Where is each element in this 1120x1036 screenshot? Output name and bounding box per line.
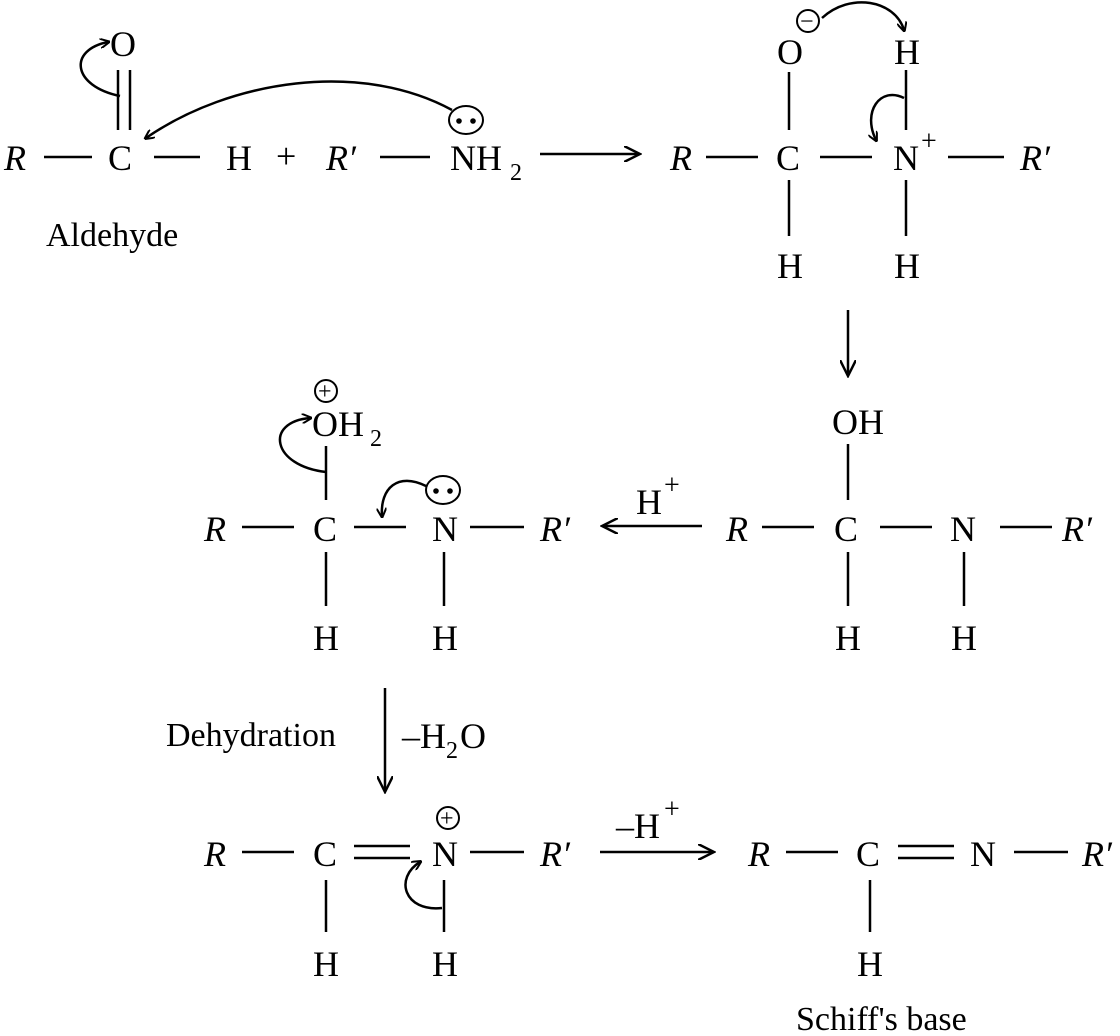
curved-arrow-deprotonation <box>404 862 443 910</box>
minus-charge: − <box>800 9 814 35</box>
reagent-proton: H <box>636 482 662 522</box>
lone-pair-icon <box>448 105 484 135</box>
amine-molecule: R′ NH 2 <box>146 80 522 186</box>
electron-dot <box>470 118 476 124</box>
electron-dot <box>433 488 439 494</box>
atom-carbon: C <box>834 509 858 549</box>
proton-charge: + <box>664 794 680 825</box>
atom-nitrogen: N <box>432 509 458 549</box>
atom-hydrogen: H <box>313 618 339 658</box>
label-dehydration: Dehydration <box>166 717 336 754</box>
proton-charge: + <box>664 470 680 501</box>
atom-r-prime: R′ <box>325 138 357 178</box>
atom-r: R <box>203 834 226 874</box>
atom-hydrogen: H <box>313 944 339 984</box>
atom-r-prime: R′ <box>539 509 571 549</box>
atom-r-prime: R′ <box>1019 138 1051 178</box>
atom-carbon: C <box>313 509 337 549</box>
water-loss-dash: – <box>401 716 421 756</box>
positive-charge-icon <box>314 379 338 403</box>
zwitterion-intermediate: R C O − N + H R′ H H <box>669 1 1051 286</box>
iminium-ion: R C + N R′ H H <box>203 806 571 984</box>
atom-hydrogen: H <box>894 32 920 72</box>
plus-charge: + <box>921 126 937 157</box>
atom-oxygen: O <box>777 32 803 72</box>
label-schiffs-base: Schiff's base <box>796 1001 967 1036</box>
atom-hydrogen: H <box>951 618 977 658</box>
water-o: O <box>460 716 486 756</box>
atom-hydrogen: H <box>777 246 803 286</box>
protonated-carbinolamine: + OH 2 R C N R′ H H <box>203 379 571 658</box>
plus-sign: + <box>276 136 296 176</box>
atom-nitrogen: N <box>432 834 458 874</box>
atom-hydrogen: H <box>226 138 252 178</box>
atom-carbon: C <box>776 138 800 178</box>
electron-dot <box>456 118 462 124</box>
atom-r-prime: R′ <box>1081 834 1113 874</box>
lone-pair-icon <box>425 475 461 505</box>
water-h: H <box>420 716 446 756</box>
atom-carbon: C <box>856 834 880 874</box>
atom-hydroxyl: OH <box>832 402 884 442</box>
subscript-two: 2 <box>370 426 382 452</box>
subscript-two: 2 <box>446 738 458 764</box>
atom-hydrogen: H <box>432 618 458 658</box>
atom-hydrogen: H <box>857 944 883 984</box>
atom-nitrogen: N <box>893 138 919 178</box>
curved-arrow-leaving-water <box>278 418 327 474</box>
schiff-base-product: R C N R′ H <box>747 834 1113 984</box>
oxonium-charge: + <box>318 379 332 405</box>
atom-r: R <box>669 138 692 178</box>
curved-arrow-proton-transfer <box>821 1 904 30</box>
atom-carbon: C <box>108 138 132 178</box>
iminium-charge: + <box>440 806 454 832</box>
atom-nitrogen: N <box>950 509 976 549</box>
atom-r: R <box>203 509 226 549</box>
reagent-proton: H <box>634 806 660 846</box>
atom-r-prime: R′ <box>539 834 571 874</box>
positive-charge-icon <box>436 806 460 830</box>
carbinolamine: OH R C N R′ H H <box>725 402 1093 658</box>
curved-arrow-lone-pair-push <box>382 479 427 516</box>
label-aldehyde: Aldehyde <box>46 217 178 254</box>
curved-arrow-bond-shift <box>871 93 905 140</box>
proton-loss-dash: – <box>615 806 635 846</box>
atom-hydrogen: H <box>835 618 861 658</box>
atom-r-prime: R′ <box>1061 509 1093 549</box>
atom-oxygen: O <box>110 24 136 64</box>
atom-oxonium: OH <box>312 404 364 444</box>
aldehyde-molecule: R C O H <box>3 24 252 178</box>
atom-r: R <box>3 138 26 178</box>
negative-charge-icon <box>796 9 820 33</box>
atom-r: R <box>747 834 770 874</box>
atom-hydrogen: H <box>432 944 458 984</box>
subscript-two: 2 <box>510 160 522 186</box>
atom-nitrogen: N <box>970 834 996 874</box>
curved-arrow-pi-to-oxygen <box>79 42 121 98</box>
atom-nh: NH <box>450 138 502 178</box>
atom-carbon: C <box>313 834 337 874</box>
electron-dot <box>447 488 453 494</box>
curved-arrow-nucleophilic-attack <box>146 80 453 138</box>
atom-hydrogen: H <box>894 246 920 286</box>
atom-r: R <box>725 509 748 549</box>
